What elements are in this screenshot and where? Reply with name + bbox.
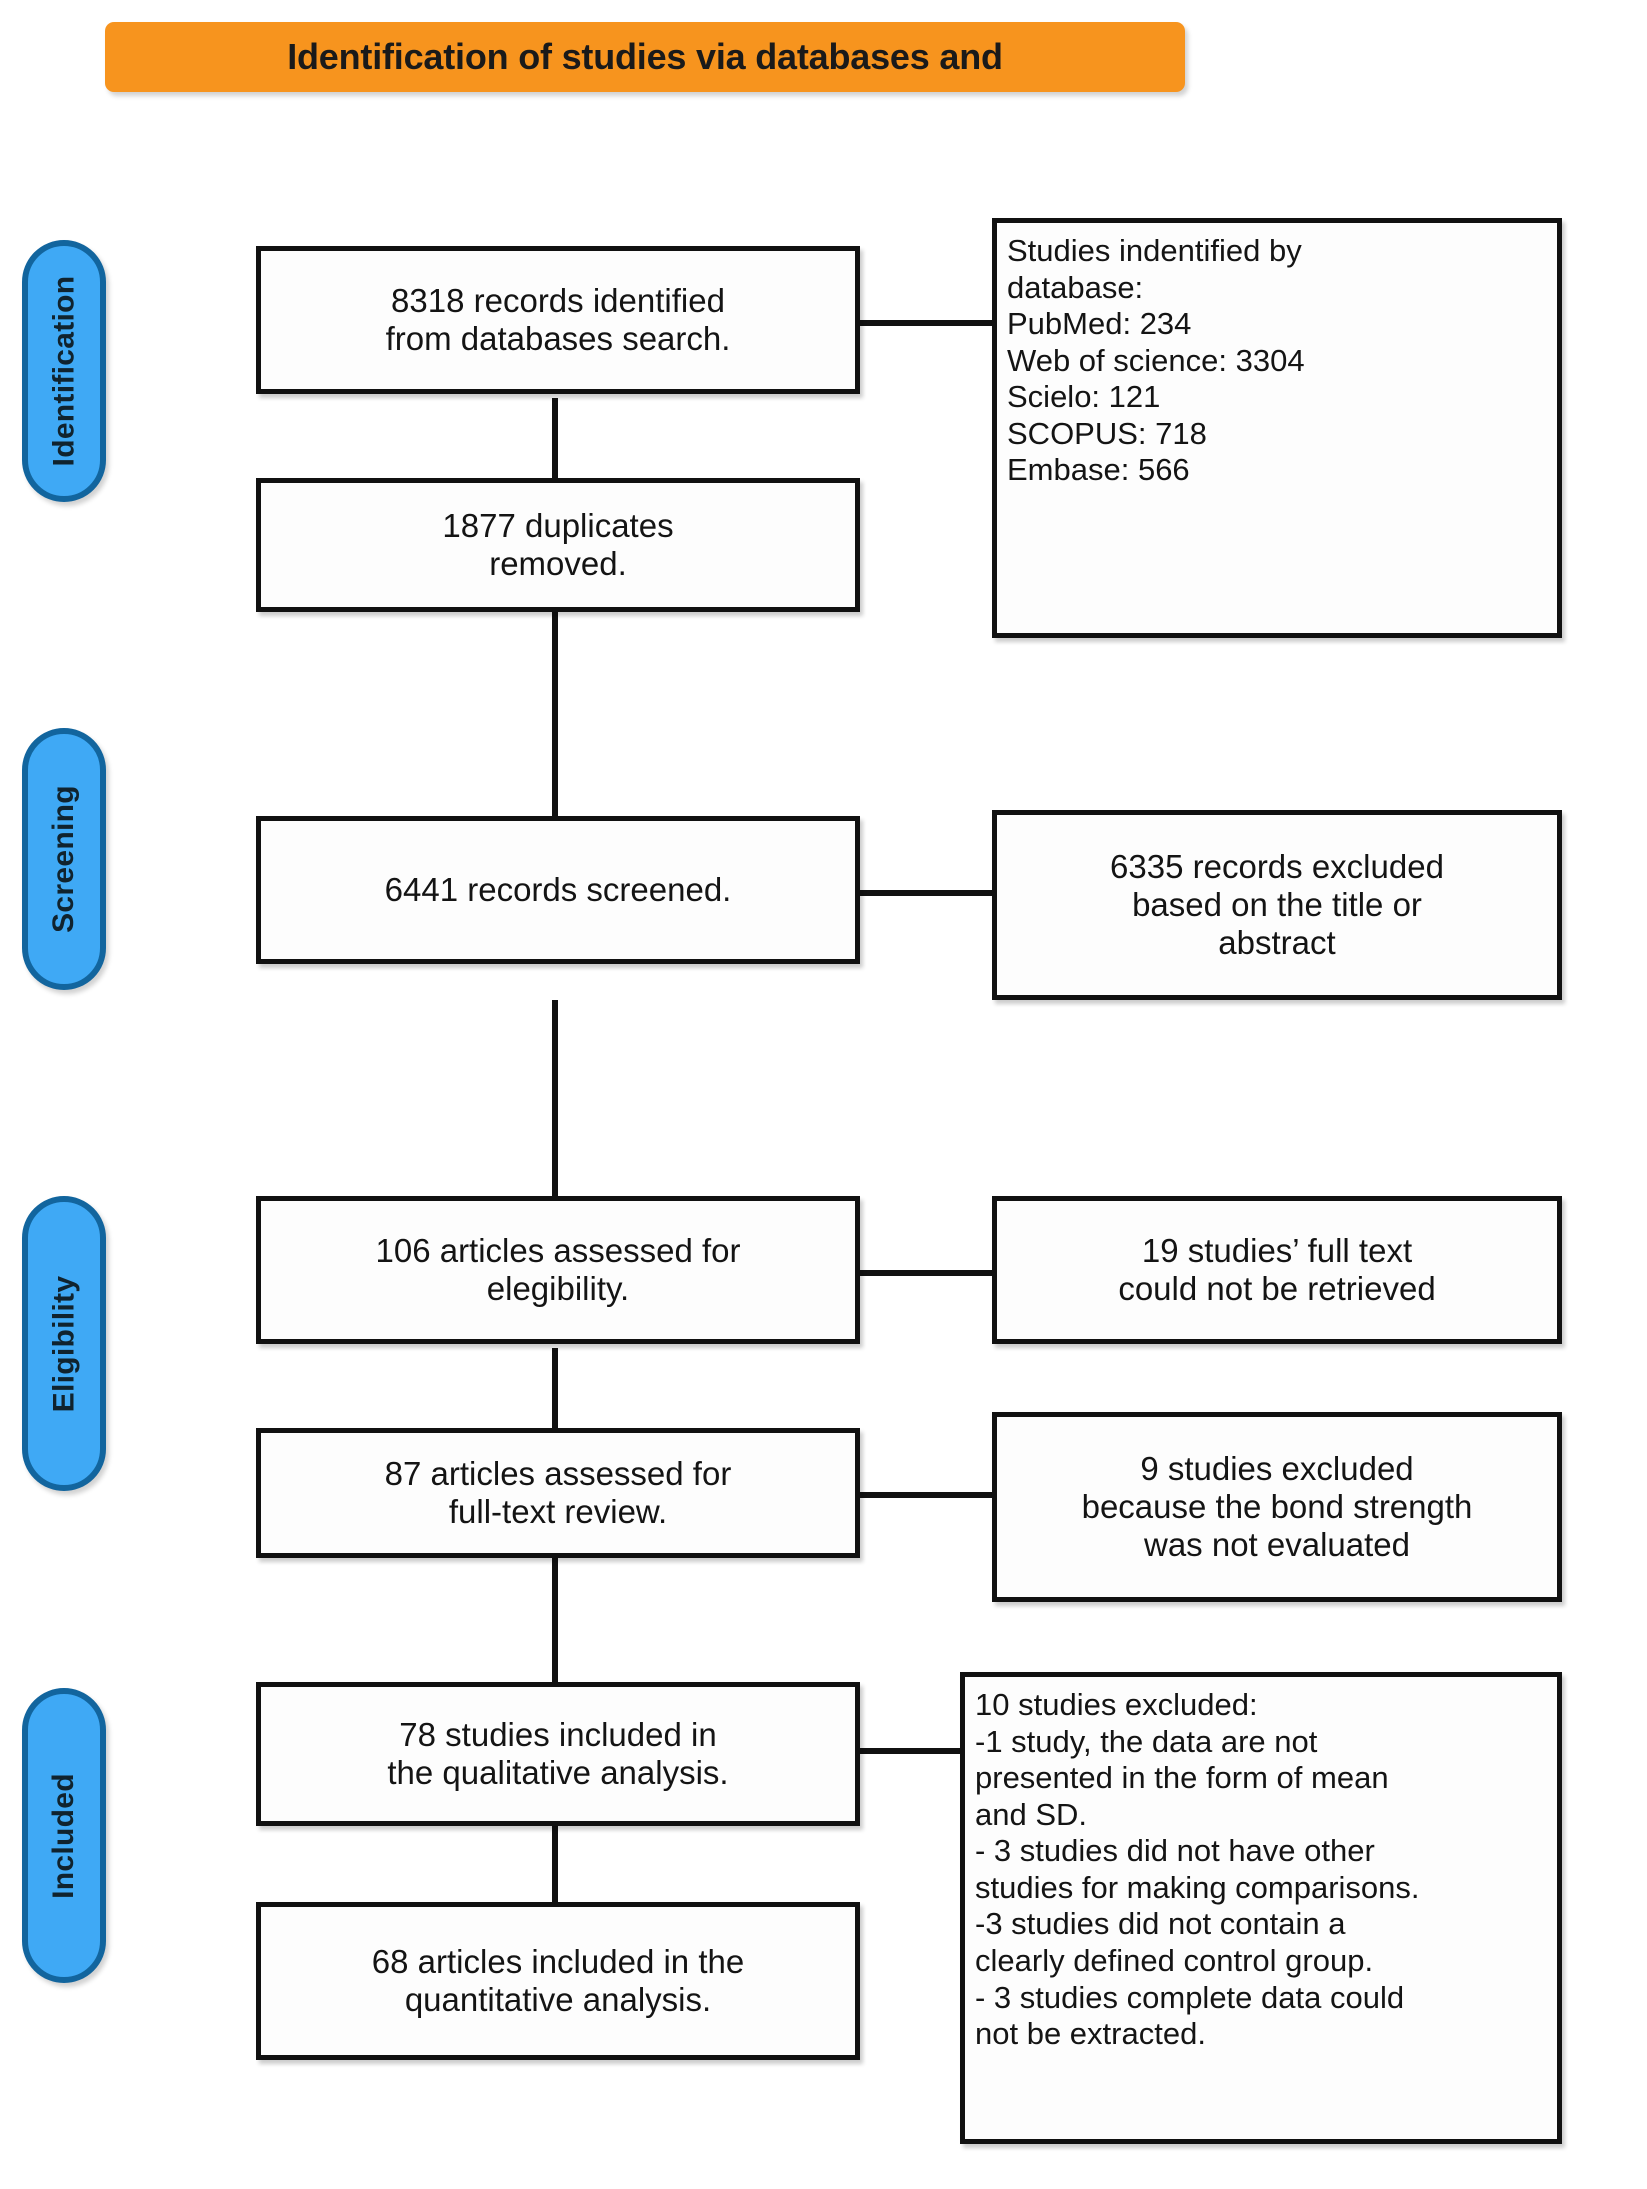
box-records-identified-text: 8318 records identified from databases s… [385, 281, 731, 357]
connector-eligibility-to-fulltext [552, 1348, 558, 1430]
box-quantitative-included: 68 articles included in the quantitative… [256, 1902, 860, 2060]
stage-label-screening: Screening [47, 785, 80, 933]
box-quantitative-included-text: 68 articles included in the quantitative… [371, 1942, 745, 2018]
stage-pill-identification: Identification [22, 240, 106, 502]
connector-eligibility-to-notretrieved [860, 1270, 995, 1276]
box-articles-eligibility-text: 106 articles assessed for elegibility. [375, 1231, 741, 1307]
box-excluded-detail-text: 10 studies excluded: -1 study, the data … [975, 1687, 1420, 2052]
box-qualitative-included-text: 78 studies included in the qualitative a… [387, 1715, 729, 1791]
diagram-title: Identification of studies via databases … [287, 36, 1003, 77]
box-articles-fulltext-review-text: 87 articles assessed for full-text revie… [384, 1454, 732, 1530]
connector-duplicates-to-screened [552, 608, 558, 820]
box-excluded-detail: 10 studies excluded: -1 study, the data … [960, 1672, 1562, 2144]
box-excluded-bond-strength-text: 9 studies excluded because the bond stre… [1081, 1449, 1473, 1564]
box-excluded-bond-strength: 9 studies excluded because the bond stre… [992, 1412, 1562, 1602]
stage-pill-eligibility: Eligibility [22, 1196, 106, 1491]
connector-identified-to-databases [860, 320, 995, 326]
box-qualitative-included: 78 studies included in the qualitative a… [256, 1682, 860, 1826]
box-databases-breakdown-text: Studies indentified by database: PubMed:… [1007, 233, 1305, 488]
stage-label-identification: Identification [47, 275, 80, 467]
box-articles-fulltext-review: 87 articles assessed for full-text revie… [256, 1428, 860, 1558]
connector-screened-to-eligibility [552, 1000, 558, 1212]
box-records-screened: 6441 records screened. [256, 816, 860, 964]
box-fulltext-not-retrieved-text: 19 studies’ full text could not be retri… [1118, 1231, 1436, 1307]
box-records-screened-text: 6441 records screened. [384, 870, 732, 908]
connector-fulltext-to-qualitative [552, 1556, 558, 1686]
stage-pill-included: Included [22, 1688, 106, 1983]
box-articles-eligibility: 106 articles assessed for elegibility. [256, 1196, 860, 1344]
box-duplicates-removed-text: 1877 duplicates removed. [442, 506, 674, 582]
diagram-header-banner: Identification of studies via databases … [105, 22, 1185, 92]
box-records-excluded: 6335 records excluded based on the title… [992, 810, 1562, 1000]
box-databases-breakdown: Studies indentified by database: PubMed:… [992, 218, 1562, 638]
box-records-identified: 8318 records identified from databases s… [256, 246, 860, 394]
box-fulltext-not-retrieved: 19 studies’ full text could not be retri… [992, 1196, 1562, 1344]
stage-label-eligibility: Eligibility [47, 1275, 80, 1412]
connector-screened-to-excluded [860, 890, 995, 896]
stage-pill-screening: Screening [22, 728, 106, 990]
connector-qualitative-to-quantitative [552, 1824, 558, 1904]
connector-qualitative-to-excluded-detail [860, 1748, 995, 1754]
stage-label-included: Included [47, 1772, 80, 1899]
box-duplicates-removed: 1877 duplicates removed. [256, 478, 860, 612]
box-records-excluded-text: 6335 records excluded based on the title… [1110, 847, 1444, 962]
connector-identified-to-duplicates [552, 398, 558, 480]
connector-fulltext-to-bondstrength [860, 1492, 995, 1498]
